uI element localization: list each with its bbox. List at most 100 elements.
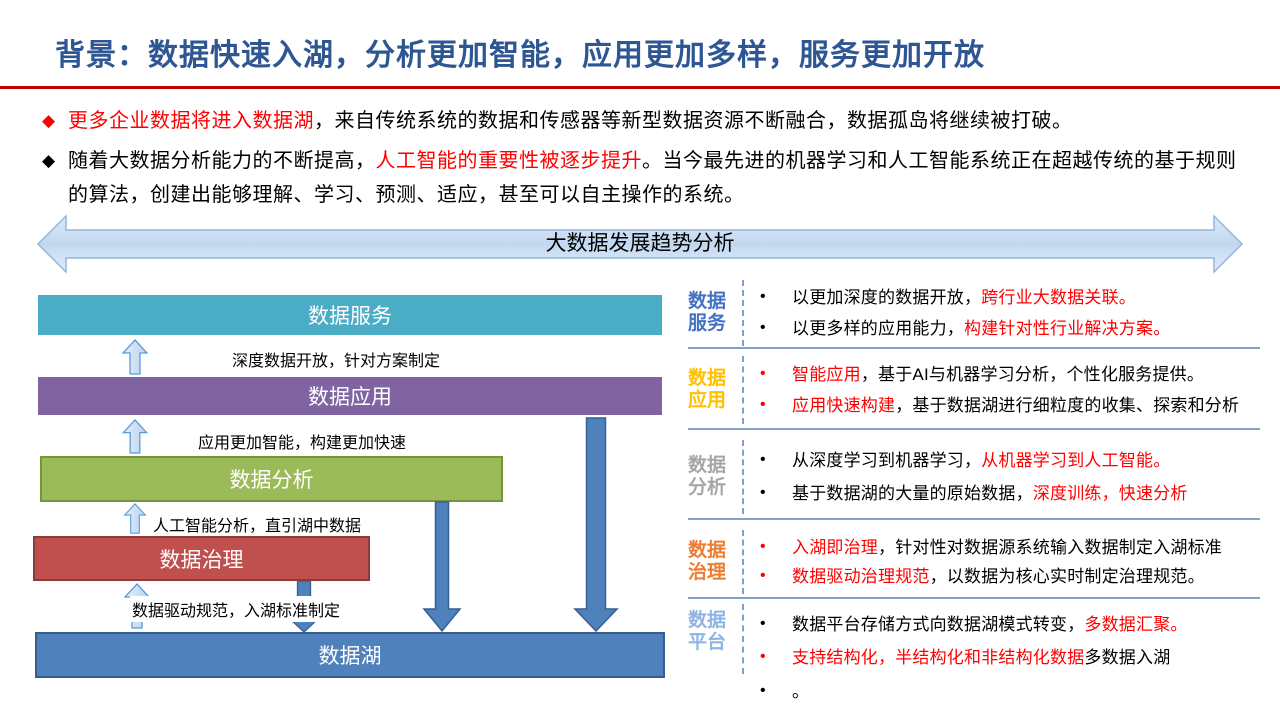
section-label: 数据 平台 — [688, 602, 738, 714]
item-text: 以更多样的应用能力，构建针对性行业解决方案。 — [792, 318, 1268, 339]
up-arrow-icon — [122, 339, 148, 375]
section-separator — [688, 518, 1260, 520]
text-run: 多数据入湖 — [1084, 648, 1171, 668]
section-label: 数据 服务 — [688, 278, 738, 348]
dot-bullet-icon: • — [760, 681, 766, 699]
section-separator — [688, 428, 1260, 430]
dashed-divider — [742, 356, 744, 424]
text-run: 入湖即治理 — [792, 537, 878, 557]
dot-bullet-icon: • — [760, 395, 766, 413]
item-text: 。 — [792, 681, 1268, 702]
section-label-line: 数据 — [688, 540, 727, 562]
section-items: • 以更加深度的数据开放，跨行业大数据关联。 • 以更多样的应用能力，构建针对性… — [756, 278, 1268, 348]
text-run: 。当今最先进的机器学习和人工智能系统正在超越传统的基于规则的算法，创建出能够理解… — [68, 150, 1237, 206]
trend-banner: 大数据发展趋势分析 — [36, 213, 1244, 275]
list-item: • 智能应用，基于AI与机器学习分析，个性化服务提供。 — [756, 364, 1268, 385]
list-item: • 从深度学习到机器学习，从机器学习到人工智能。 — [756, 450, 1268, 471]
text-run: ，基于AI与机器学习分析，个性化服务提供。 — [860, 364, 1205, 384]
gap-label-governance: 数据驱动规范，入湖标准制定 — [130, 596, 343, 622]
section-data-governance: 数据 治理 • 入湖即治理，针对性对数据源系统输入数据制定入湖标准 • 数据驱动… — [688, 528, 1268, 596]
layer-data-lake: 数据湖 — [35, 632, 665, 678]
section-label-line: 数据 — [688, 610, 727, 631]
list-item: • 支持结构化，半结构化和非结构化数据多数据入湖 — [756, 647, 1268, 668]
section-label: 数据 分析 — [688, 438, 738, 516]
down-arrow-icon — [422, 501, 462, 633]
dot-bullet-icon: • — [760, 364, 766, 382]
section-items: • 从深度学习到机器学习，从机器学习到人工智能。 • 基于数据湖的大量的原始数据… — [756, 438, 1268, 516]
list-item: • 数据平台存储方式向数据湖模式转变，多数据汇聚。 — [756, 614, 1268, 635]
item-text: 以更加深度的数据开放，跨行业大数据关联。 — [792, 287, 1268, 308]
up-arrow-icon — [122, 419, 148, 454]
intro-bullet-2-text: 随着大数据分析能力的不断提高，人工智能的重要性被逐步提升。当今最先进的机器学习和… — [68, 144, 1238, 212]
text-run: 以更加深度的数据开放， — [792, 288, 982, 308]
section-items: • 入湖即治理，针对性对数据源系统输入数据制定入湖标准 • 数据驱动治理规范，以… — [756, 528, 1268, 596]
text-run: 多数据汇聚。 — [1084, 615, 1188, 635]
section-data-analysis: 数据 分析 • 从深度学习到机器学习，从机器学习到人工智能。 • 基于数据湖的大… — [688, 438, 1268, 516]
section-data-platform: 数据 平台 • 数据平台存储方式向数据湖模式转变，多数据汇聚。 • 支持结构化，… — [688, 602, 1268, 714]
list-item: • 入湖即治理，针对性对数据源系统输入数据制定入湖标准 — [756, 537, 1268, 558]
up-arrow-icon — [123, 503, 147, 534]
section-data-application: 数据 应用 • 智能应用，基于AI与机器学习分析，个性化服务提供。 • 应用快速… — [688, 354, 1268, 426]
section-separator — [688, 597, 1260, 599]
item-text: 应用快速构建，基于数据湖进行细粒度的收集、探索和分析 — [792, 395, 1268, 416]
item-text: 基于数据湖的大量的原始数据，深度训练，快速分析 — [792, 483, 1268, 504]
page-title: 背景：数据快速入湖，分析更加智能，应用更加多样，服务更加开放 — [55, 39, 985, 72]
item-text: 入湖即治理，针对性对数据源系统输入数据制定入湖标准 — [792, 537, 1268, 558]
text-run: 数据平台存储方式向数据湖模式转变， — [792, 615, 1085, 635]
section-items: • 智能应用，基于AI与机器学习分析，个性化服务提供。 • 应用快速构建，基于数… — [756, 354, 1268, 426]
list-item: • 数据驱动治理规范，以数据为核心实时制定治理规范。 — [756, 566, 1268, 587]
dot-bullet-icon: • — [760, 288, 766, 306]
dot-bullet-icon: • — [760, 567, 766, 585]
layer-data-application: 数据应用 — [38, 377, 662, 415]
text-run: 。 — [792, 681, 810, 701]
text-run: ，针对性对数据源系统输入数据制定入湖标准 — [878, 537, 1222, 557]
text-run: 数据驱动治理规范 — [792, 567, 930, 587]
down-arrow-icon — [573, 417, 619, 633]
trend-banner-label: 大数据发展趋势分析 — [545, 232, 735, 255]
section-data-service: 数据 服务 • 以更加深度的数据开放，跨行业大数据关联。 • 以更多样的应用能力… — [688, 278, 1268, 348]
text-run: 跨行业大数据关联。 — [981, 288, 1137, 308]
text-run: 基于数据湖的大量的原始数据， — [792, 483, 1033, 503]
list-item: • 以更加深度的数据开放，跨行业大数据关联。 — [756, 287, 1268, 308]
section-items: • 数据平台存储方式向数据湖模式转变，多数据汇聚。 • 支持结构化，半结构化和非… — [756, 602, 1268, 714]
dashed-divider — [742, 604, 744, 674]
intro-bullet-1: ◆ 更多企业数据将进入数据湖，来自传统系统的数据和传感器等新型数据资源不断融合，… — [42, 104, 1242, 138]
list-item: • 应用快速构建，基于数据湖进行细粒度的收集、探索和分析 — [756, 395, 1268, 416]
section-label-line: 平台 — [688, 631, 727, 653]
dot-bullet-icon: • — [760, 483, 766, 501]
item-text: 从深度学习到机器学习，从机器学习到人工智能。 — [792, 450, 1268, 471]
layer-data-governance: 数据治理 — [33, 536, 370, 581]
item-text: 支持结构化，半结构化和非结构化数据多数据入湖 — [792, 647, 1268, 668]
double-arrow-icon — [36, 214, 1244, 274]
section-label: 数据 治理 — [688, 528, 738, 596]
text-run: ，来自传统系统的数据和传感器等新型数据资源不断融合，数据孤岛将继续被打破。 — [314, 110, 1073, 132]
list-item: • 以更多样的应用能力，构建针对性行业解决方案。 — [756, 318, 1268, 339]
text-run: 深度训练，快速分析 — [1032, 483, 1188, 503]
text-run: 应用快速构建 — [792, 395, 896, 415]
intro-bullets: ◆ 更多企业数据将进入数据湖，来自传统系统的数据和传感器等新型数据资源不断融合，… — [42, 104, 1242, 218]
text-run: 支持结构化，半结构化和非结构化数据 — [792, 648, 1085, 668]
title-underline — [0, 86, 1280, 89]
gap-label-application: 应用更加智能，构建更加快速 — [198, 435, 407, 452]
section-label-line: 应用 — [688, 390, 727, 411]
item-text: 智能应用，基于AI与机器学习分析，个性化服务提供。 — [792, 364, 1268, 385]
diamond-bullet-icon: ◆ — [42, 111, 56, 130]
dashed-divider — [742, 530, 744, 594]
text-run: 更多企业数据将进入数据湖 — [68, 110, 314, 132]
section-label-line: 数据 — [688, 368, 727, 390]
section-label-line: 治理 — [688, 562, 727, 583]
layer-data-analysis: 数据分析 — [40, 456, 503, 502]
text-run: 随着大数据分析能力的不断提高， — [68, 150, 376, 172]
text-run: 构建针对性行业解决方案。 — [964, 318, 1171, 338]
gap-label-service: 深度数据开放，针对方案制定 — [232, 353, 441, 370]
item-text: 数据平台存储方式向数据湖模式转变，多数据汇聚。 — [792, 614, 1268, 635]
diamond-bullet-icon: ◆ — [42, 151, 56, 170]
text-run: ，基于数据湖进行细粒度的收集、探索和分析 — [895, 395, 1240, 415]
dot-bullet-icon: • — [760, 648, 766, 666]
section-label-line: 数据 — [688, 455, 727, 477]
dot-bullet-icon: • — [760, 615, 766, 633]
text-run: 人工智能的重要性被逐步提升 — [375, 150, 642, 172]
text-run: 从机器学习到人工智能。 — [981, 450, 1171, 470]
dashed-divider — [742, 280, 744, 346]
